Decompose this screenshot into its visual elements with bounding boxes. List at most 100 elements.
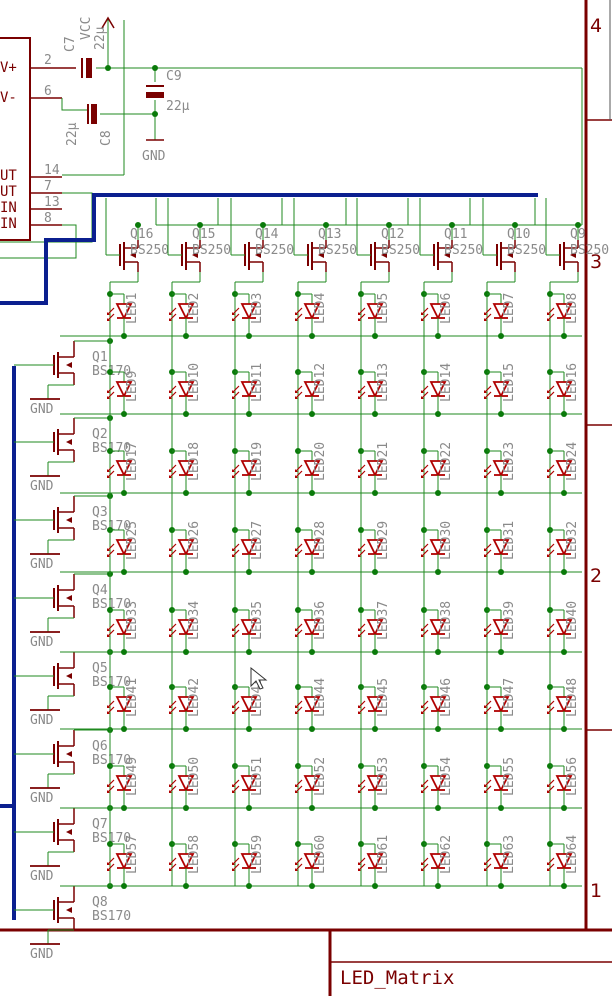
junction-dot bbox=[309, 333, 315, 339]
c9-name: C9 bbox=[166, 69, 182, 84]
column-fet-part-label: BS250 bbox=[381, 243, 420, 258]
junction-dot bbox=[372, 726, 378, 732]
junction-dot bbox=[309, 805, 315, 811]
led-label: LED35 bbox=[250, 601, 265, 640]
led-led12: LED12 bbox=[295, 363, 328, 417]
led-led28: LED28 bbox=[295, 521, 328, 575]
column-fet-part-label: BS250 bbox=[570, 243, 609, 258]
ic-pin-number-14: 14 bbox=[44, 163, 60, 178]
led-label: LED47 bbox=[502, 678, 517, 717]
led-led48: LED48 bbox=[547, 678, 580, 732]
led-label: LED26 bbox=[187, 521, 202, 560]
led-label: LED27 bbox=[250, 521, 265, 560]
ic-pin-out1: UT bbox=[0, 168, 17, 184]
gnd-label: GND bbox=[30, 947, 54, 962]
led-led44: LED44 bbox=[295, 678, 328, 732]
junction-dot bbox=[561, 649, 567, 655]
led-led31: LED31 bbox=[484, 521, 517, 575]
led-led13: LED13 bbox=[358, 363, 391, 417]
junction-dot bbox=[246, 649, 252, 655]
row-fet-part-label: BS170 bbox=[92, 909, 131, 924]
junction-dot bbox=[561, 726, 567, 732]
led-led15: LED15 bbox=[484, 363, 517, 417]
led-label: LED38 bbox=[439, 601, 454, 640]
signal-buses bbox=[0, 193, 538, 920]
junction-dot bbox=[246, 805, 252, 811]
led-label: LED15 bbox=[502, 363, 517, 402]
led-label: LED33 bbox=[125, 601, 140, 640]
junction-dot bbox=[372, 569, 378, 575]
junction-dot bbox=[372, 333, 378, 339]
led-label: LED52 bbox=[313, 757, 328, 796]
led-led45: LED45 bbox=[358, 678, 391, 732]
junction-dot bbox=[435, 490, 441, 496]
row-fet-label: Q3 bbox=[92, 505, 108, 520]
column-fet-label: Q16 bbox=[130, 227, 153, 242]
junction-dot bbox=[121, 569, 127, 575]
led-led41: LED41 bbox=[107, 678, 140, 732]
junction-dot bbox=[449, 222, 455, 228]
junction-dot bbox=[498, 649, 504, 655]
row-fet-label: Q1 bbox=[92, 350, 108, 365]
led-led21: LED21 bbox=[358, 442, 391, 496]
led-label: LED6 bbox=[439, 293, 454, 324]
junction-dot bbox=[498, 726, 504, 732]
led-led32: LED32 bbox=[547, 521, 580, 575]
junction-dot bbox=[561, 333, 567, 339]
led-label: LED18 bbox=[187, 442, 202, 481]
led-led49: LED49 bbox=[107, 757, 140, 811]
junction-dot bbox=[121, 649, 127, 655]
junction-dot bbox=[561, 411, 567, 417]
led-label: LED60 bbox=[313, 835, 328, 874]
zone-label-2: 2 bbox=[590, 565, 602, 587]
ic-pin-in1: IN bbox=[0, 200, 17, 216]
led-label: LED46 bbox=[439, 678, 454, 717]
column-fet-label: Q9 bbox=[570, 227, 586, 242]
led-label: LED51 bbox=[250, 757, 265, 796]
row-fet-q2: GNDQ2BS170 bbox=[14, 415, 131, 494]
led-led39: LED39 bbox=[484, 601, 517, 655]
led-label: LED61 bbox=[376, 835, 391, 874]
led-label: LED63 bbox=[502, 835, 517, 874]
junction-dot bbox=[435, 649, 441, 655]
led-label: LED31 bbox=[502, 521, 517, 560]
junction-dot bbox=[435, 883, 441, 889]
junction-dot bbox=[135, 222, 141, 228]
led-label: LED19 bbox=[250, 442, 265, 481]
led-led22: LED22 bbox=[421, 442, 454, 496]
led-label: LED59 bbox=[250, 835, 265, 874]
led-led54: LED54 bbox=[421, 757, 454, 811]
led-led50: LED50 bbox=[169, 757, 202, 811]
gnd-label: GND bbox=[30, 869, 54, 884]
ic-pin-in2: IN bbox=[0, 216, 17, 232]
junction-dot bbox=[183, 333, 189, 339]
junction-dot bbox=[498, 411, 504, 417]
column-fet-label: Q11 bbox=[444, 227, 467, 242]
mouse-cursor-icon bbox=[250, 666, 268, 690]
ic-pin-number-13: 13 bbox=[44, 195, 60, 210]
sheet-title: LED_Matrix bbox=[340, 967, 454, 989]
column-fet-label: Q10 bbox=[507, 227, 530, 242]
zone-label-4: 4 bbox=[590, 15, 602, 37]
junction-dot bbox=[372, 883, 378, 889]
led-led7: LED7 bbox=[484, 291, 517, 339]
junction-dot bbox=[498, 805, 504, 811]
led-led18: LED18 bbox=[169, 442, 202, 496]
led-led8: LED8 bbox=[547, 291, 580, 339]
led-label: LED1 bbox=[125, 293, 140, 324]
led-label: LED22 bbox=[439, 442, 454, 481]
junction-dot bbox=[309, 883, 315, 889]
junction-dot bbox=[183, 649, 189, 655]
junction-dot bbox=[121, 411, 127, 417]
led-led25: LED25 bbox=[107, 521, 140, 575]
row-driver-fets: GNDQ1BS170GNDQ2BS170GNDQ3BS170GNDQ4BS170… bbox=[14, 338, 131, 962]
junction-dot bbox=[372, 649, 378, 655]
led-label: LED30 bbox=[439, 521, 454, 560]
